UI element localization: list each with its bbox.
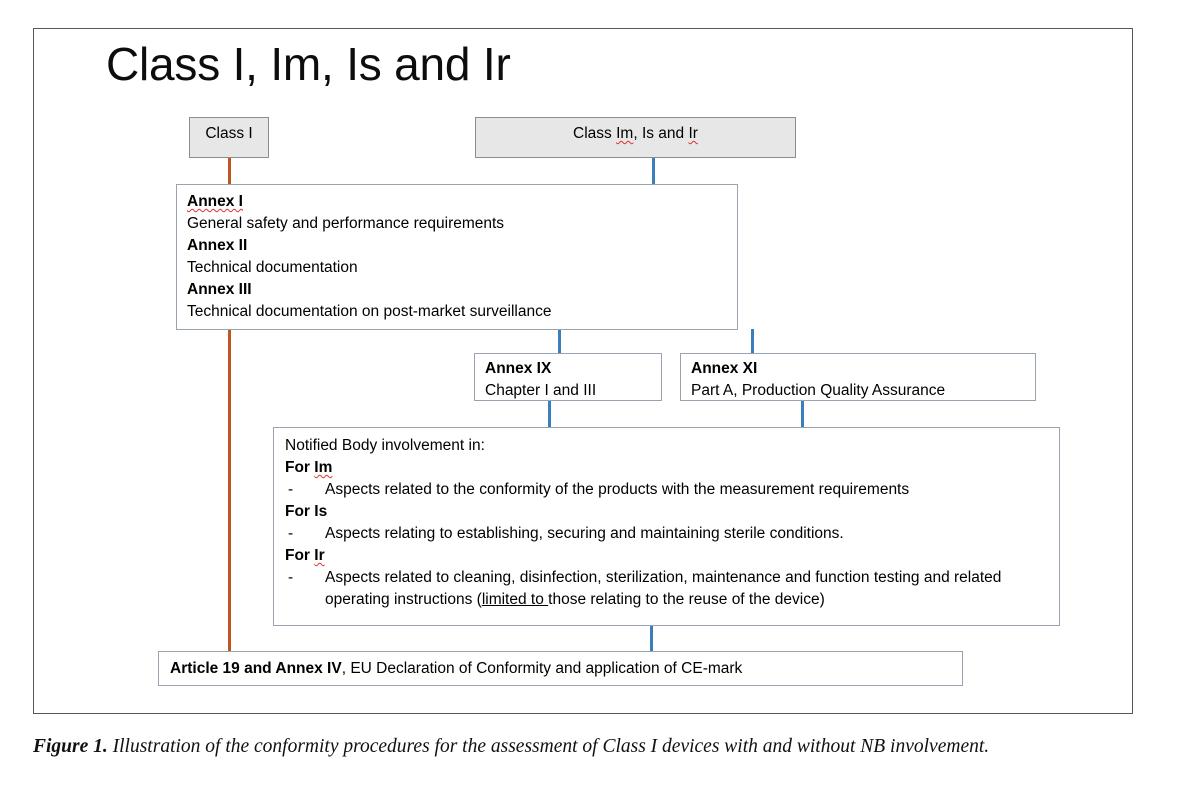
article-19-bold: Article 19 and Annex IV (170, 660, 342, 677)
annex-i-text: General safety and performance requireme… (187, 215, 505, 232)
connector-notified-body-to-article-19 (650, 626, 653, 651)
bullet-dash-im: - (288, 481, 294, 498)
node-class-i-label: Class I (205, 125, 253, 142)
annex-i-heading: Annex I (187, 193, 243, 210)
connector-annex-xi-to-notified-body (801, 401, 804, 427)
connector-annex-block-to-annex-xi (751, 329, 754, 353)
for-ir-prefix: For (285, 547, 315, 564)
annex-ii-text: Technical documentation (187, 259, 358, 276)
figure-caption-label: Figure 1. (33, 736, 108, 757)
bullet-text-im: Aspects related to the conformity of the… (325, 481, 910, 498)
for-is-term: Is (314, 503, 328, 520)
figure-caption: Figure 1. Illustration of the conformity… (33, 733, 1140, 761)
class-label-mid: , Is and (633, 125, 689, 142)
annex-ii-heading: Annex II (187, 237, 248, 254)
annex-iii-text: Technical documentation on post-market s… (187, 303, 552, 320)
article-19-label: Article 19 and Annex IV, EU Declaration … (170, 658, 951, 680)
notified-body-bullet-ir: - Aspects related to cleaning, disinfecti… (285, 567, 1048, 611)
connector-class-im-to-annex-block (652, 157, 655, 184)
node-class-im-is-ir-label: Class Im, Is and Ir (476, 118, 795, 150)
class-label-ir: Ir (688, 125, 698, 142)
diagram-title: Class I, Im, Is and Ir (106, 38, 511, 90)
annex-xi-text: Part A, Production Quality Assurance (691, 382, 946, 399)
node-annex-xi[interactable]: Annex XI Part A, Production Quality Assu… (680, 353, 1036, 401)
class-label-im: Im (616, 125, 634, 142)
for-im-term: Im (314, 459, 333, 476)
article-19-rest: , EU Declaration of Conformity and appli… (341, 660, 743, 677)
for-ir-term: Ir (314, 547, 325, 564)
for-is-prefix: For (285, 503, 315, 520)
for-im-prefix: For (285, 459, 315, 476)
connector-annex-ix-to-notified-body (548, 401, 551, 427)
node-article-19[interactable]: Article 19 and Annex IV, EU Declaration … (158, 651, 963, 686)
connector-annex-block-to-annex-ix (558, 329, 561, 353)
connector-class-i-to-annex-block (228, 157, 231, 184)
notified-body-intro: Notified Body involvement in: (285, 437, 485, 454)
node-annex-block[interactable]: Annex I General safety and performance r… (176, 184, 738, 330)
notified-body-for-im: For Im (285, 457, 1048, 479)
annex-iii-heading: Annex III (187, 281, 252, 298)
notified-body-bullet-is: - Aspects relating to establishing, secur… (285, 523, 1048, 545)
figure-frame: Class I, Im, Is and Ir Class I Class Im,… (33, 28, 1133, 714)
notified-body-for-is: For Is (285, 501, 1048, 523)
node-notified-body[interactable]: Notified Body involvement in: For Im - As… (273, 427, 1060, 626)
annex-ix-text: Chapter I and III (485, 382, 597, 399)
class-label-prefix: Class (573, 125, 617, 142)
bullet-text-ir-underlined: limited to (481, 591, 549, 608)
bullet-text-ir-b: those relating to the reuse of the devic… (548, 591, 825, 608)
bullet-dash-ir: - (288, 569, 294, 586)
notified-body-bullet-im: - Aspects related to the conformity of th… (285, 479, 1048, 501)
connector-annex-block-to-article-19 (228, 329, 231, 651)
annex-xi-heading: Annex XI (691, 360, 758, 377)
node-annex-ix[interactable]: Annex IX Chapter I and III (474, 353, 662, 401)
bullet-text-is: Aspects relating to establishing, securi… (325, 525, 844, 542)
figure-caption-text: Illustration of the conformity procedure… (107, 736, 990, 757)
node-class-im-is-ir[interactable]: Class Im, Is and Ir (475, 117, 796, 158)
bullet-text-ir-a: Aspects related to cleaning, disinfectio… (325, 569, 1002, 608)
flowchart-diagram: Class I, Im, Is and Ir Class I Class Im,… (34, 29, 1134, 715)
node-class-i[interactable]: Class I (189, 117, 269, 158)
annex-ix-heading: Annex IX (485, 360, 552, 377)
bullet-dash-is: - (288, 525, 294, 542)
notified-body-for-ir: For Ir (285, 545, 1048, 567)
